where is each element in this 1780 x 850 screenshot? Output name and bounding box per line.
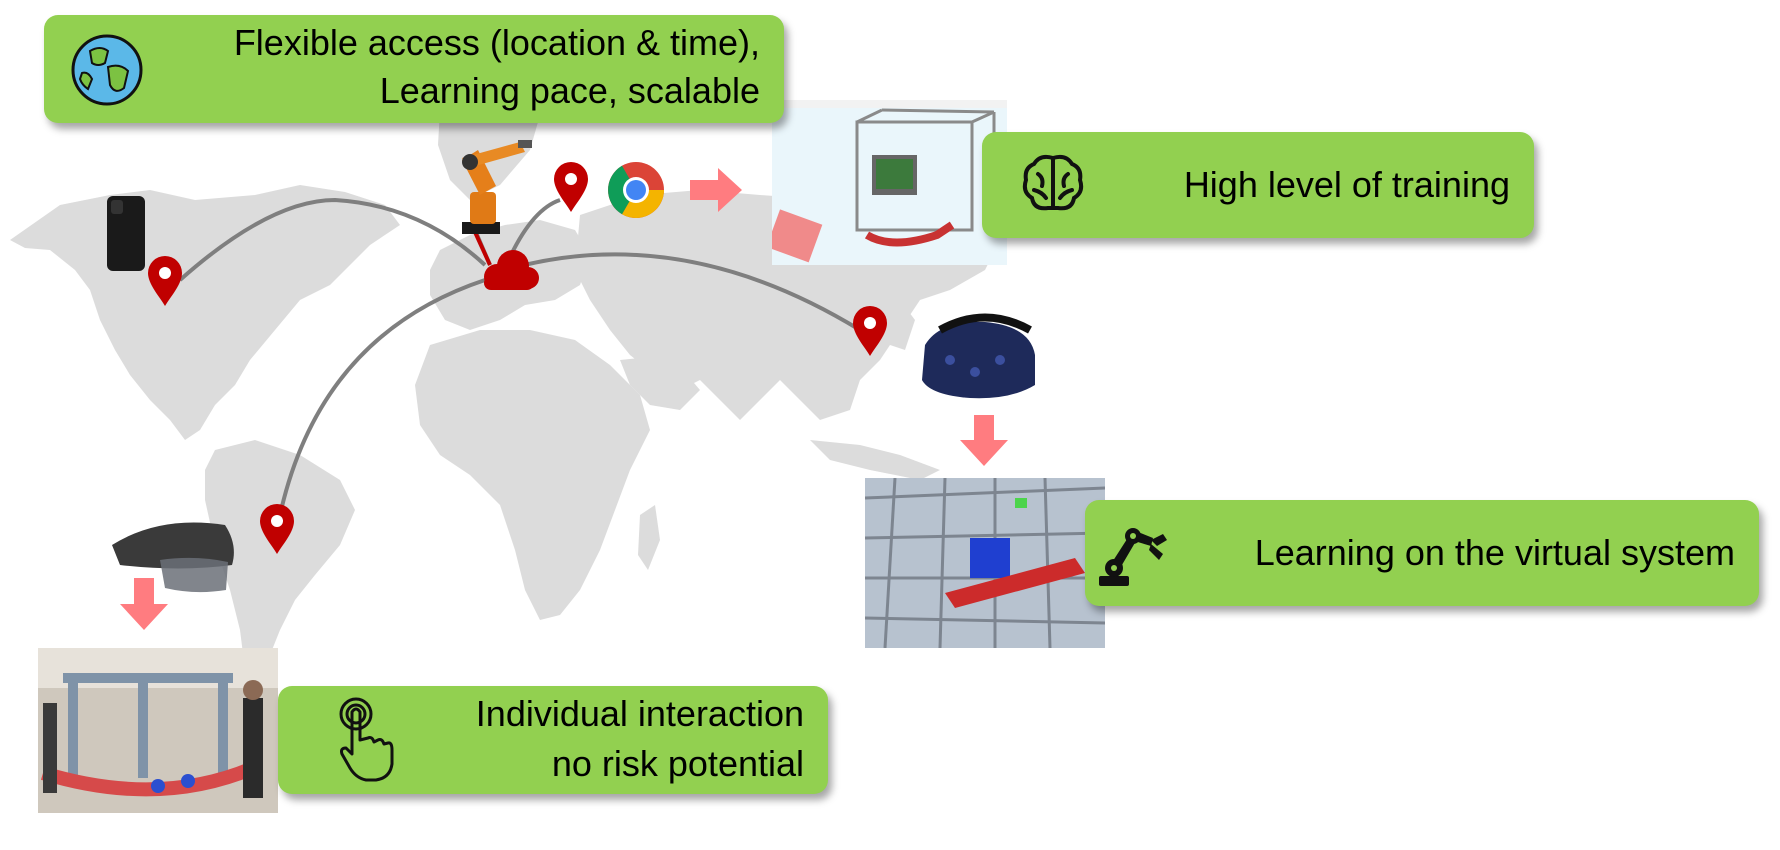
north-america-shape	[10, 185, 400, 440]
arrow-down-icon	[960, 415, 1008, 466]
route-north-america	[178, 197, 487, 282]
ar-headset-icon	[112, 522, 234, 593]
robot-arm-icon	[1099, 528, 1167, 586]
location-pin-icon	[853, 306, 887, 356]
globe-icon	[71, 34, 143, 106]
madagascar-shape	[638, 505, 660, 570]
japan-shape	[885, 300, 915, 350]
vr-headset-icon	[922, 313, 1035, 399]
virtual-factory-screenshot	[772, 100, 1007, 265]
brain-icon	[1022, 154, 1084, 211]
location-pin-icon	[554, 162, 588, 212]
route-robot-red	[473, 231, 492, 266]
individual-interaction-line1: Individual interaction	[475, 693, 804, 734]
greenland-shape	[438, 100, 540, 200]
route-south-america	[278, 278, 486, 516]
cloud-icon	[484, 250, 539, 290]
industrial-robot-icon	[462, 140, 532, 234]
indonesia-shape	[810, 440, 940, 480]
flexible-access-line1: Flexible access (location & time),	[233, 22, 760, 63]
arrow-right-icon	[690, 168, 742, 212]
ar-lab-photo	[38, 648, 278, 813]
route-asia	[504, 252, 862, 332]
smartphone-icon	[107, 196, 145, 271]
high-training-box: High level of training	[982, 132, 1534, 238]
arabia-shape	[620, 355, 700, 410]
location-pin-icon	[148, 256, 182, 306]
africa-shape	[415, 330, 650, 620]
south-america-shape	[205, 440, 355, 700]
location-pin-icon	[260, 504, 294, 554]
individual-interaction-line2: no risk potential	[551, 743, 804, 784]
vr-conveyor-view	[865, 478, 1105, 648]
high-training-text: High level of training	[1183, 164, 1510, 205]
virtual-system-box: Learning on the virtual system	[1085, 500, 1759, 606]
individual-interaction-box: Individual interaction no risk potential	[278, 686, 828, 794]
flexible-access-line2: Learning pace, scalable	[379, 70, 760, 111]
virtual-system-text: Learning on the virtual system	[1254, 532, 1735, 573]
chrome-browser-icon	[608, 162, 664, 218]
arrow-down-icon	[120, 578, 168, 630]
touch-hand-icon	[339, 697, 394, 782]
flexible-access-box: Flexible access (location & time), Learn…	[44, 15, 784, 123]
